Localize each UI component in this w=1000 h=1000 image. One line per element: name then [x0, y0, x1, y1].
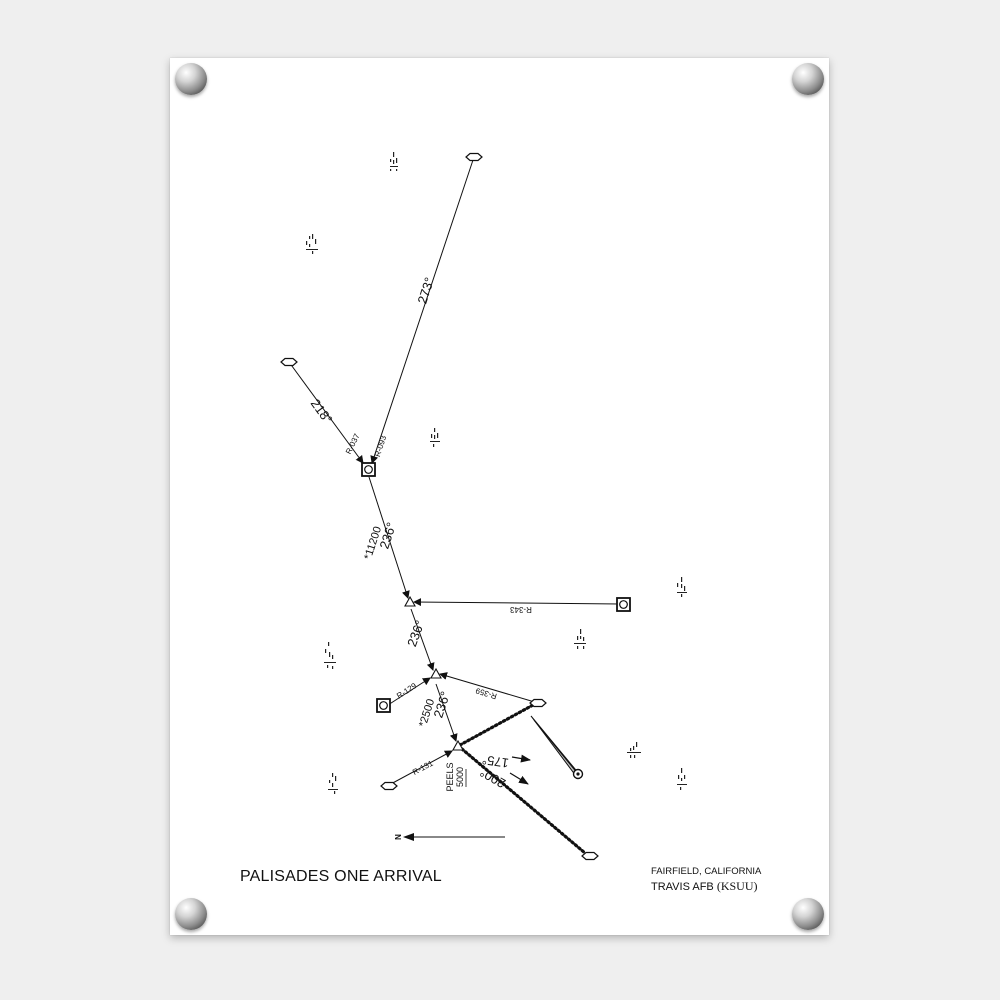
elevation-cluster-5 [574, 629, 586, 649]
runway-wedge-inner [533, 719, 579, 775]
label-fix-altitude: 5000 [455, 767, 465, 787]
dotted-leg-to-southeast-fix [460, 747, 587, 855]
route-leg-273 [370, 156, 475, 464]
vor-hexagon-east [529, 698, 547, 708]
vortac-square-west [376, 698, 391, 713]
label-course-218: 218° [308, 396, 336, 427]
vor-hexagon-south-east [581, 851, 599, 861]
route-leg-236-upper [368, 476, 410, 599]
chart-panel [170, 58, 829, 935]
route-leg-236-middle [410, 608, 435, 671]
standoff-bolt-bottom-left [175, 898, 207, 930]
vortac-square-east [616, 597, 631, 612]
heading-arrow-200 [509, 772, 529, 785]
elevation-cluster-6 [324, 642, 336, 669]
vor-hexagon-south-west [380, 781, 398, 791]
label-course-273: 273° [414, 276, 437, 306]
elevation-cluster-9 [677, 768, 687, 790]
label-course-175: 175° [481, 752, 510, 771]
standoff-bolt-bottom-right [792, 898, 824, 930]
standoff-bolt-top-left [175, 63, 207, 95]
label-course-236-c: 236° [430, 690, 453, 720]
label-radial-093: R-093 [373, 434, 388, 458]
airport-name: TRAVIS AFB [651, 881, 714, 893]
label-radial-343: R-343 [510, 605, 532, 614]
elevation-cluster-4 [677, 577, 687, 597]
label-radial-131: R-131 [411, 758, 435, 776]
elevation-cluster-8 [328, 773, 338, 794]
vor-hexagon-west [280, 357, 298, 367]
vortac-square-main [361, 462, 376, 477]
north-arrow-head [403, 833, 414, 841]
route-leg-218 [288, 361, 364, 464]
terrain-elevation-clusters [306, 152, 687, 794]
standoff-bolt-top-right [792, 63, 824, 95]
north-label: N [393, 834, 402, 840]
heading-arrow-175 [511, 754, 531, 763]
location-city: FAIRFIELD, CALIFORNIA [651, 866, 762, 877]
label-fix-peels: PEELS [445, 762, 455, 791]
fix-triangle-upper [404, 595, 416, 607]
elevation-cluster-3 [430, 428, 440, 447]
airport-symbol [572, 768, 584, 780]
label-radial-129: R-129 [395, 681, 419, 701]
airport-code: (KSUU) [716, 879, 758, 893]
vor-hexagon-north [465, 152, 483, 162]
elevation-cluster-1 [390, 152, 398, 171]
fix-triangle-peels [452, 739, 464, 751]
label-course-236-a: 236° [376, 521, 399, 551]
route-leg-236-lower [435, 683, 458, 742]
label-radial-037: R-037 [344, 432, 362, 456]
radial-line-129 [387, 677, 431, 706]
chart-title: PALISADES ONE ARRIVAL [240, 868, 442, 885]
radial-line-359 [439, 672, 539, 704]
dotted-leg-to-east-fix [458, 703, 535, 747]
radial-line-343 [413, 598, 621, 607]
elevation-cluster-7 [627, 742, 641, 758]
radial-line-131 [388, 750, 453, 786]
fix-triangle-middle [430, 667, 442, 679]
elevation-cluster-2 [306, 234, 318, 254]
airport-name-line: TRAVIS AFB (KSUU) [651, 879, 758, 894]
